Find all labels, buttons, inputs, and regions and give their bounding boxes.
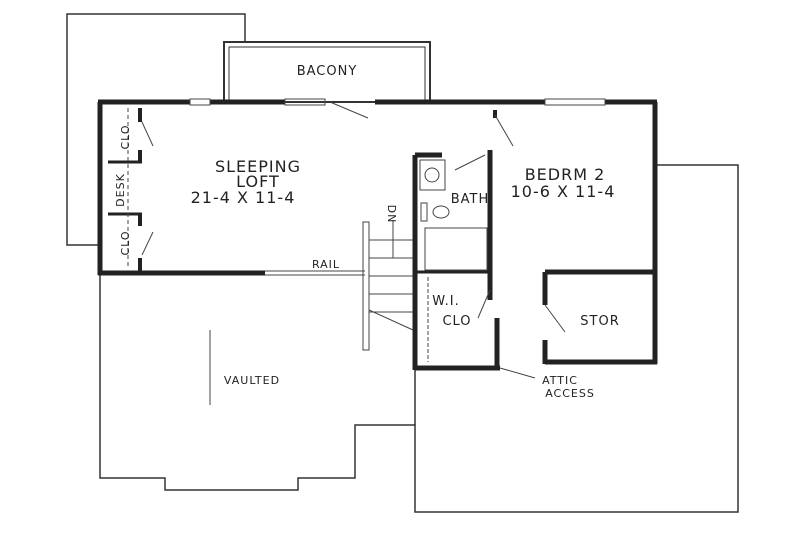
label-bedroom-size: 10-6 X 11-4: [511, 182, 616, 201]
label-loft-name-2: LOFT: [236, 172, 280, 191]
label-storage: STOR: [580, 314, 619, 329]
label-closet-bottom: CLO: [119, 230, 132, 255]
balcony: [223, 41, 431, 103]
label-bath: BATH: [451, 192, 490, 207]
outline-thin: [66, 13, 739, 513]
label-attic: ATTIC: [542, 374, 578, 387]
details: [127, 98, 606, 405]
label-loft-size: 21-4 X 11-4: [191, 188, 296, 207]
label-vaulted: VAULTED: [224, 374, 280, 387]
label-rail: RAIL: [312, 258, 340, 271]
label-bedroom-name: BEDRM 2: [525, 165, 606, 184]
label-balcony: BACONY: [297, 64, 358, 79]
label-walk-in-closet: CLO: [442, 314, 471, 329]
label-stairs-down: DN: [385, 205, 398, 224]
walls: [97, 99, 658, 371]
label-loft-name: SLEEPING: [215, 157, 301, 176]
label-closet-top: CLO: [119, 124, 132, 149]
label-attic-access: ACCESS: [545, 387, 595, 400]
label-walk-in: W.I.: [432, 294, 459, 309]
label-desk: DESK: [114, 173, 127, 207]
